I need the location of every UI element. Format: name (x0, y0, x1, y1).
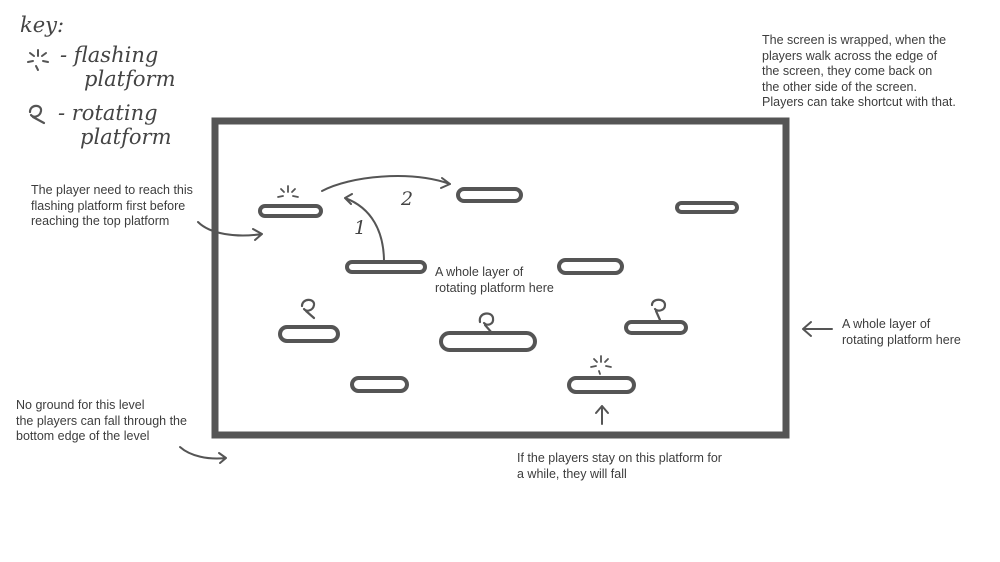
flashing-platform-bottom (567, 376, 636, 394)
rotating-marker-right-icon (650, 298, 667, 322)
rotating-platform-left (278, 325, 340, 343)
rotating-marker-center-icon (478, 312, 495, 335)
legend-flashing-label: - flashing (60, 43, 158, 67)
rotating-marker-left-icon (300, 298, 316, 320)
path-number-1: 1 (354, 217, 366, 239)
flashing-marker-top-icon (277, 185, 299, 198)
legend-rotating-label-2: platform (80, 125, 172, 149)
note-rotating-layer-inner: A whole layer of rotating platform here (435, 265, 554, 295)
legend: key: - flashing platform - rotating plat… (20, 13, 176, 149)
legend-title: key: (20, 13, 64, 37)
platforms (258, 187, 739, 394)
note-falling-platform: If the players stay on this platform for… (517, 451, 722, 481)
note-rotating-layer-outer: A whole layer of rotating platform here (842, 317, 961, 347)
note-player-reach: The player need to reach this flashing p… (31, 183, 193, 228)
platform-middle-left (345, 260, 427, 274)
platform-middle-right (557, 258, 624, 275)
arrow-to-falling-platform (595, 405, 609, 425)
arrow-no-ground (179, 446, 227, 464)
rotating-platform-right (624, 320, 688, 335)
top-platform (456, 187, 523, 203)
path-number-2: 2 (400, 188, 413, 210)
legend-flashing-label-2: platform (84, 67, 176, 91)
flashing-symbol-icon (27, 49, 49, 71)
arrow-to-rotating-layer (802, 321, 833, 337)
note-no-ground: No ground for this level the players can… (16, 398, 187, 443)
rotating-platform-center (439, 331, 537, 352)
platform-top-right (675, 201, 739, 214)
note-screen-wrapped: The screen is wrapped, when the players … (762, 33, 956, 109)
path-arrow-2 (321, 175, 451, 192)
flashing-marker-bottom-icon (590, 355, 612, 375)
arrow-to-flashing-platform (197, 221, 263, 241)
level-frame (211, 117, 790, 439)
path-arrow-1 (344, 193, 385, 263)
rotating-symbol-icon (28, 104, 46, 125)
legend-rotating-label: - rotating (58, 101, 158, 125)
flashing-platform-top-left (258, 204, 323, 218)
platform-bottom-left (350, 376, 409, 393)
